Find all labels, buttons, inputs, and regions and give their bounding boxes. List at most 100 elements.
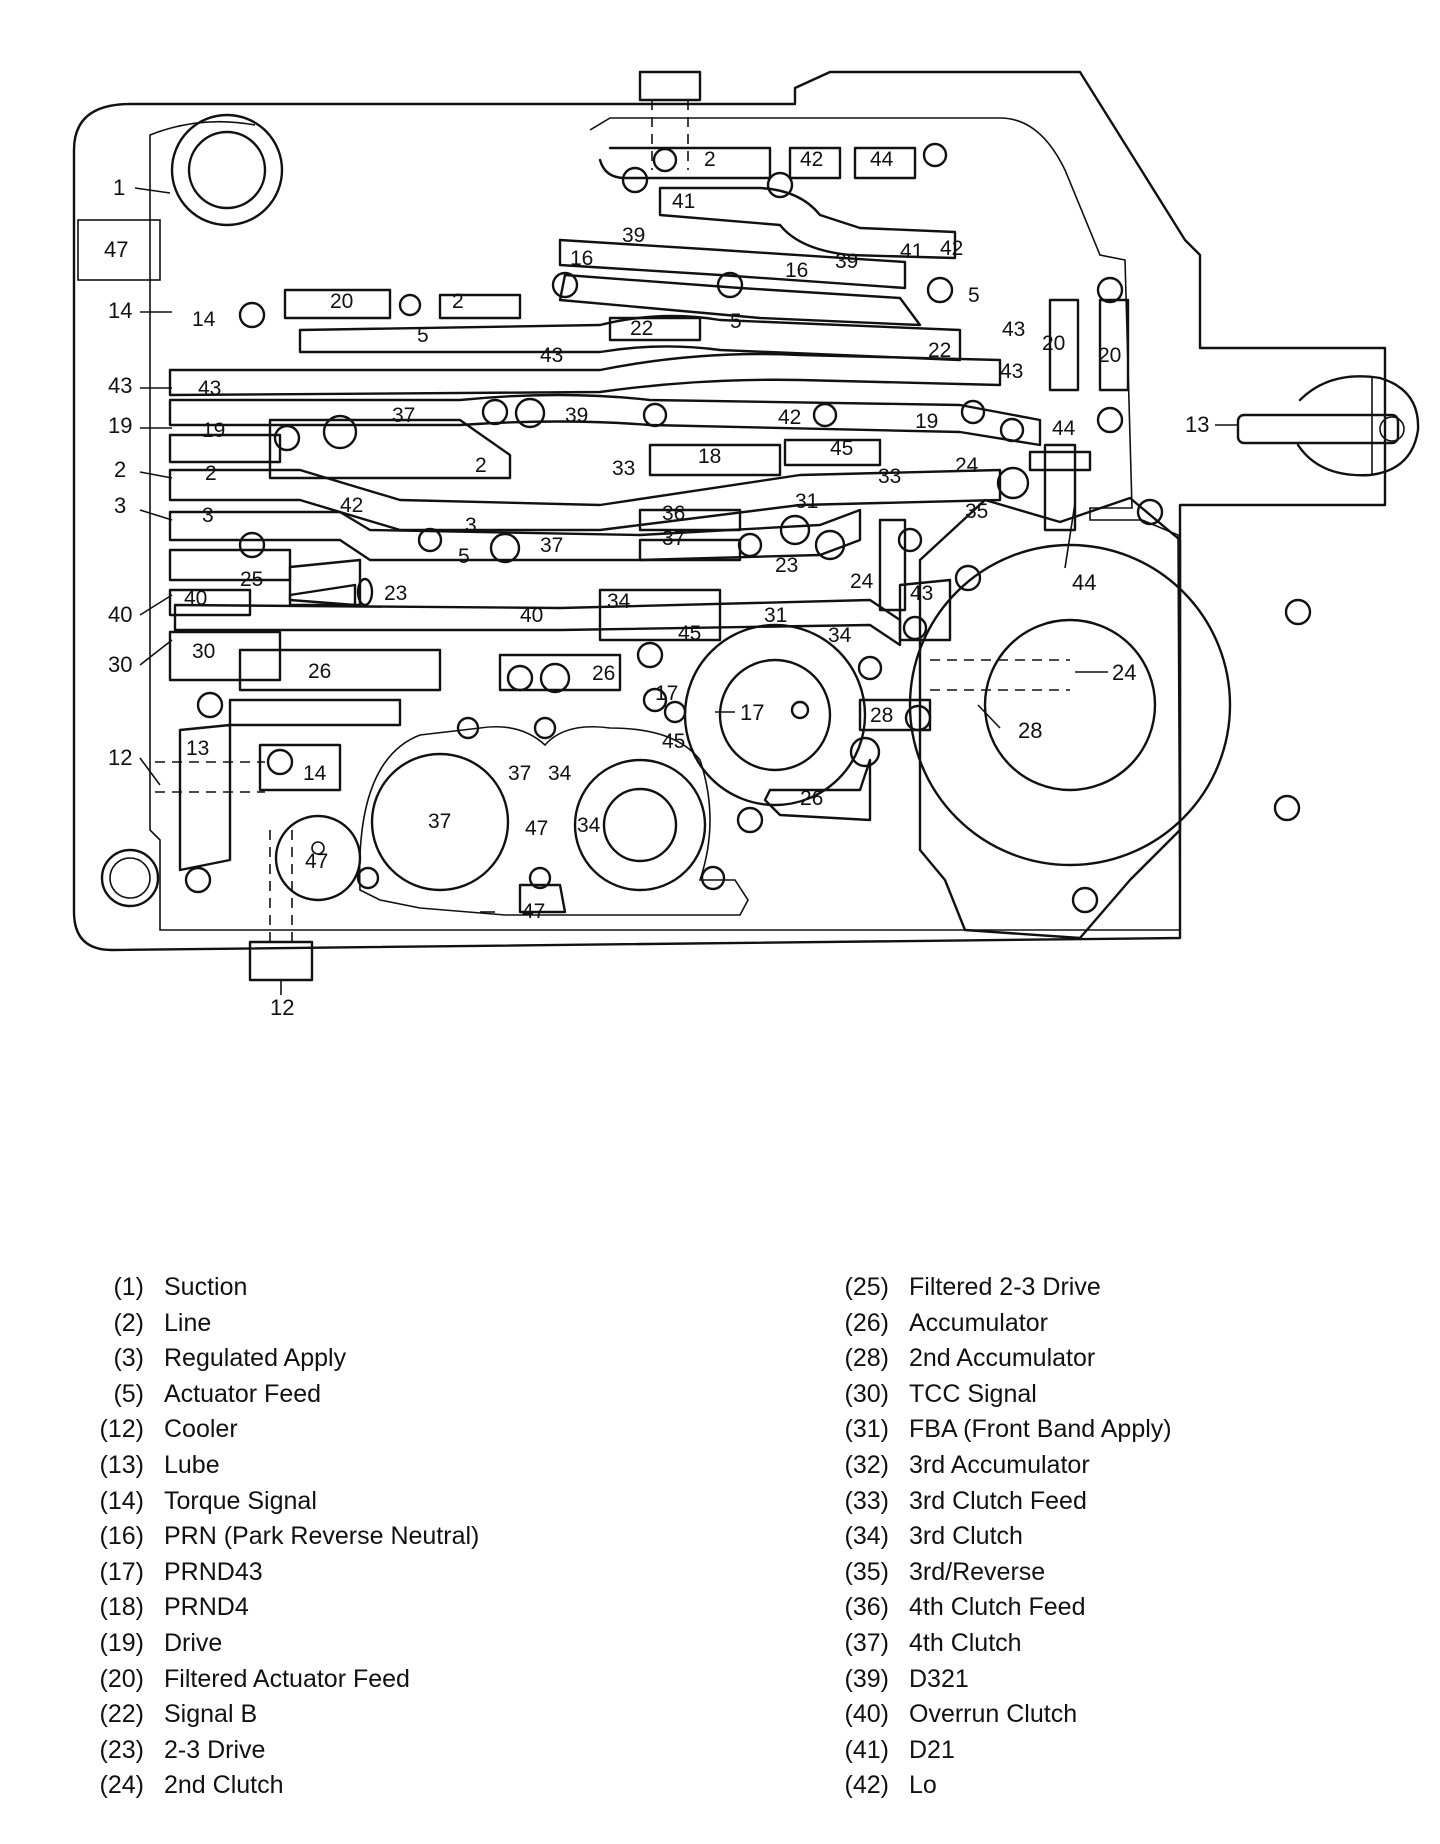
- passage-label-44: 44: [1052, 417, 1076, 440]
- legend-item: (2)Line: [70, 1306, 479, 1342]
- legend-item: (13)Lube: [70, 1448, 479, 1484]
- passage-label-19: 19: [202, 419, 225, 442]
- port-holes: [184, 142, 1124, 894]
- filter-screen: [288, 583, 357, 607]
- legend-item: (25)Filtered 2-3 Drive: [815, 1270, 1172, 1306]
- passage-label-5: 5: [730, 310, 742, 333]
- legend-item: (39)D321: [815, 1662, 1172, 1698]
- legend-code: (12): [99, 1415, 144, 1444]
- legend-name: 3rd Clutch Feed: [909, 1486, 1087, 1515]
- legend-item: (35)3rd/Reverse: [815, 1555, 1172, 1591]
- legend-name: Signal B: [164, 1700, 258, 1729]
- callout-17: 17: [740, 700, 764, 725]
- passage-label-22: 22: [928, 339, 951, 362]
- legend-code: (17): [99, 1557, 144, 1586]
- legend-code: (18): [99, 1593, 144, 1622]
- legend-code: (42): [844, 1771, 889, 1800]
- passage-label-37: 37: [662, 527, 685, 550]
- legend-code: (35): [844, 1557, 889, 1586]
- suction-port-outer: [170, 113, 284, 227]
- legend-item: (14)Torque Signal: [70, 1484, 479, 1520]
- legend-code: (40): [844, 1700, 889, 1729]
- legend-code: (37): [844, 1628, 889, 1657]
- passage-label-43: 43: [198, 377, 221, 400]
- passage-label-42: 42: [778, 406, 801, 429]
- callout-47: 47: [104, 237, 128, 262]
- passage-label-24: 24: [955, 454, 979, 477]
- callout-2: 2: [114, 457, 126, 482]
- callout-43: 43: [108, 373, 132, 398]
- legend-item: (36)4th Clutch Feed: [815, 1590, 1172, 1626]
- callout-13: 13: [1185, 412, 1209, 437]
- legend-item: (5)Actuator Feed: [70, 1377, 479, 1413]
- legend-item: (1) Suction: [70, 1270, 479, 1306]
- callout-14: 14: [108, 298, 132, 323]
- passage-label-39: 39: [565, 404, 588, 427]
- passage-label-37: 37: [540, 534, 563, 557]
- legend-name: 3rd Accumulator: [909, 1450, 1090, 1479]
- legend-item: (33) 3rd Clutch Feed: [815, 1484, 1172, 1520]
- passage-label-18: 18: [698, 445, 721, 468]
- legend-name: Regulated Apply: [164, 1344, 347, 1373]
- passage-label-34: 34: [607, 590, 631, 613]
- passage-label-47: 47: [525, 817, 548, 840]
- passage-label-47: 47: [522, 900, 545, 923]
- passage-label-20: 20: [330, 290, 353, 313]
- passage-label-45: 45: [830, 437, 853, 460]
- legend-code: (30): [844, 1379, 889, 1408]
- legend-name: Line: [164, 1308, 212, 1337]
- legend-item: (37)4th Clutch: [815, 1626, 1172, 1662]
- passage-label-34: 34: [548, 762, 572, 785]
- legend-name: D321: [909, 1664, 969, 1693]
- passage-label-45: 45: [662, 730, 685, 753]
- legend-item: (34)3rd Clutch: [815, 1519, 1172, 1555]
- passage-label-14: 14: [303, 762, 327, 785]
- legend-name: Cooler: [164, 1415, 238, 1444]
- prnd43-bore-inner: [718, 658, 832, 772]
- valve-body-diagram: 1 47 14 43 19 2 3 40 30 12 13 24 28 44 1…: [72, 70, 1420, 1020]
- legend-name: PRN (Park Reverse Neutral): [164, 1522, 480, 1551]
- callout-40: 40: [108, 602, 132, 627]
- valve-body-case-outline: [72, 70, 1387, 952]
- passage-label-34: 34: [577, 814, 601, 837]
- legend-name: 2nd Clutch: [164, 1771, 284, 1800]
- accumulator-bolt-hole: [1273, 794, 1301, 822]
- lube-pipe-end: [1379, 416, 1405, 442]
- passage-label-17: 17: [655, 682, 678, 705]
- passage-label-43: 43: [540, 344, 563, 367]
- passage-label-19: 19: [915, 410, 938, 433]
- legend-code: (13): [99, 1450, 144, 1479]
- legend-name: PRND43: [164, 1557, 263, 1586]
- legend-item: (3)Regulated Apply: [70, 1341, 479, 1377]
- passage-label-39: 39: [835, 250, 858, 273]
- passage-label-14: 14: [192, 308, 216, 331]
- legend-name: Lo: [909, 1771, 937, 1800]
- passage-label-20: 20: [1098, 344, 1121, 367]
- legend-name: 4th Clutch Feed: [909, 1593, 1086, 1622]
- passage-label-3: 3: [465, 514, 477, 537]
- legend-item: (32)3rd Accumulator: [815, 1448, 1172, 1484]
- lube-pipe: [1236, 413, 1400, 445]
- passage-label-36: 36: [662, 502, 685, 525]
- bottom-left-bolt-hole: [100, 848, 160, 908]
- passage-label-45: 45: [678, 622, 701, 645]
- callout-leaders: [134, 187, 1238, 913]
- second-accumulator-inner: [983, 618, 1157, 792]
- legend-code: (33): [844, 1486, 889, 1515]
- callout-1: 1: [113, 175, 125, 200]
- callout-44: 44: [1072, 570, 1096, 595]
- third-clutch-bore-inner: [602, 787, 678, 863]
- legend-item: (42) Lo: [815, 1768, 1172, 1804]
- legend-name: PRND4: [164, 1593, 249, 1622]
- passage-label-33: 33: [878, 465, 901, 488]
- legend-code: (1): [113, 1273, 144, 1301]
- fourth-clutch-bore: [370, 752, 510, 892]
- legend-item: (18) PRND4: [70, 1590, 479, 1626]
- legend-name: TCC Signal: [909, 1379, 1037, 1408]
- passage-label-26: 26: [592, 662, 615, 685]
- passage-label-35: 35: [965, 500, 988, 523]
- accumulator-bolt-hole: [1071, 886, 1099, 914]
- legend-item: (17) PRND43: [70, 1555, 479, 1591]
- legend-name: Suction: [164, 1273, 248, 1301]
- passage-label-16: 16: [570, 247, 593, 270]
